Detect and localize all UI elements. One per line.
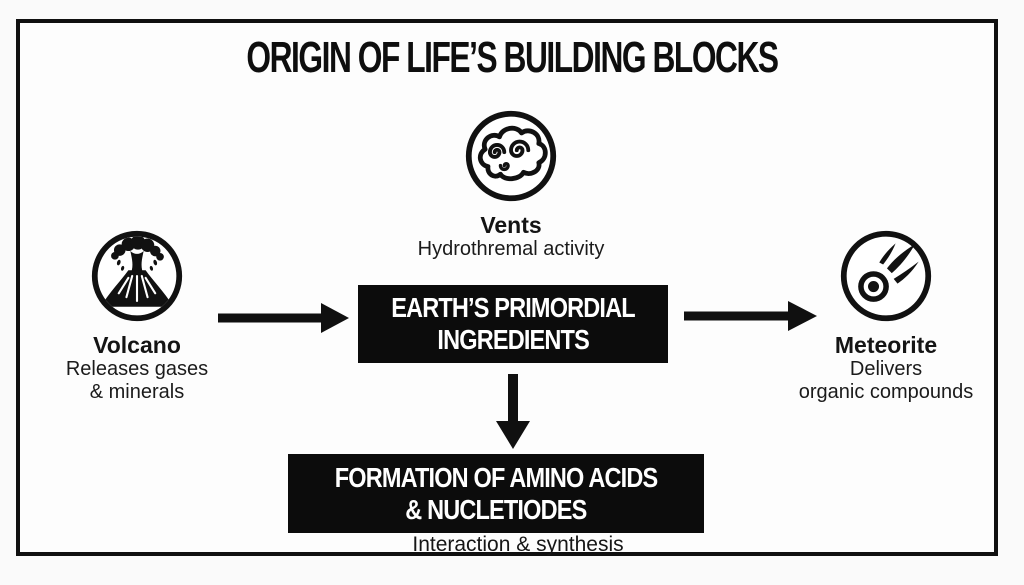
primordial-box-line1: EARTH’S PRIMORDIAL [391, 292, 635, 324]
meteorite-sublabel-line2: organic compounds [798, 381, 974, 404]
formation-box: FORMATION OF AMINO ACIDS & NUCLETIODES [288, 454, 704, 533]
primordial-ingredients-box: EARTH’S PRIMORDIAL INGREDIENTS [358, 285, 668, 363]
node-vents: Vents Hydrothremal activity [391, 108, 631, 261]
meteorite-label: Meteorite [834, 332, 938, 358]
volcano-label: Volcano [93, 332, 181, 358]
meteorite-sublabel-line1: Delivers [849, 358, 923, 381]
node-volcano: Volcano Releases gases & minerals [27, 228, 247, 404]
formation-caption: Interaction & synthesis [412, 533, 624, 556]
diagram-title: ORIGIN OF LIFE’S BUILDING BLOCKS [246, 33, 779, 82]
hydrothermal-vents-icon [463, 108, 559, 204]
vents-sublabel: Hydrothremal activity [417, 238, 605, 261]
node-meteorite: Meteorite Delivers organic compounds [776, 228, 996, 404]
formation-box-line2: & NUCLETIODES [405, 493, 587, 525]
primordial-box-line2: INGREDIENTS [437, 324, 589, 355]
volcano-sublabel-line2: & minerals [89, 381, 185, 404]
formation-box-line1: FORMATION OF AMINO ACIDS [334, 461, 658, 493]
vents-label: Vents [480, 212, 542, 238]
volcano-icon [89, 228, 185, 324]
volcano-sublabel-line1: Releases gases [65, 358, 209, 381]
meteorite-icon [838, 228, 934, 324]
